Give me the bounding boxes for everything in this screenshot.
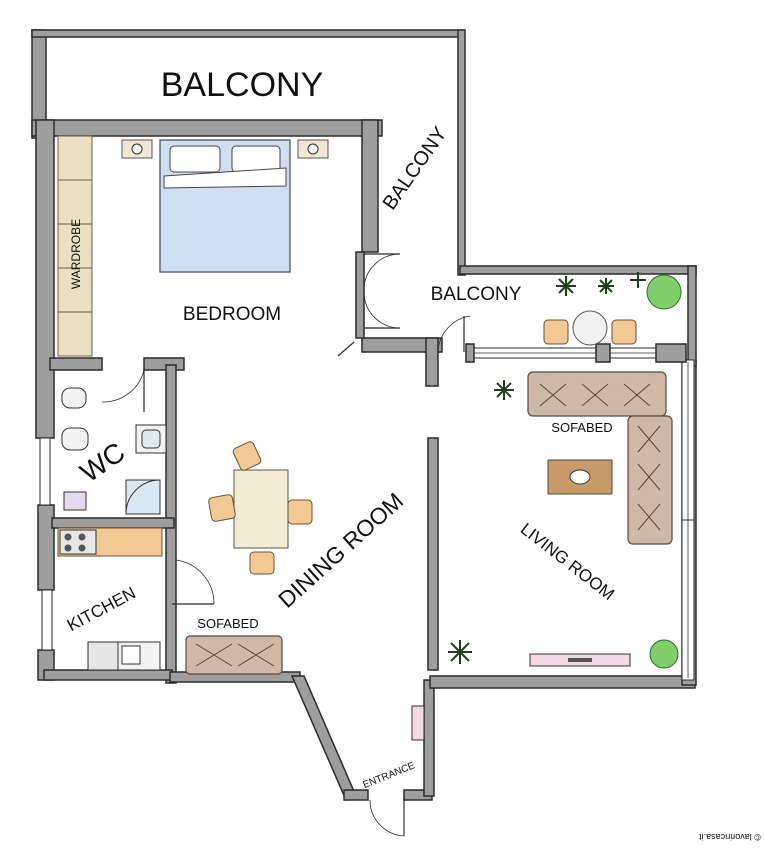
label-sofabed-living: SOFABED: [551, 420, 612, 435]
sofabed-living-top: [527, 371, 667, 417]
label-balcony-diagonal: BALCONY: [379, 123, 452, 214]
sofabed-dining: [185, 635, 283, 675]
label-bedroom: BEDROOM: [183, 304, 281, 325]
balcony-table-set: [543, 310, 637, 346]
credit-text: © lavorincasa.it: [699, 832, 761, 842]
sofa-living-side: [627, 415, 673, 545]
label-sofabed-dining: SOFABED: [197, 616, 258, 631]
double-bed: [159, 139, 291, 273]
windows: [39, 343, 695, 681]
wc-fixtures: [61, 387, 167, 515]
label-kitchen: KITCHEN: [64, 583, 139, 635]
label-balcony-top: BALCONY: [161, 66, 324, 104]
doors: [101, 253, 471, 837]
nightstand-left: [121, 139, 153, 159]
kitchen-counter: [57, 527, 163, 671]
plants: [448, 272, 682, 669]
label-wardrobe: WARDROBE: [69, 219, 83, 289]
label-living-room: LIVING ROOM: [517, 519, 618, 604]
label-balcony-right: BALCONY: [431, 284, 522, 305]
entrance-cabinet: [411, 705, 425, 741]
coffee-table: [547, 459, 613, 495]
dining-chairs: [208, 441, 313, 575]
tv-stand: [529, 653, 631, 667]
dining-table: [233, 469, 289, 549]
wardrobe: [57, 135, 93, 357]
nightstand-right: [297, 139, 329, 159]
label-entrance: ENTRANCE: [361, 760, 416, 791]
